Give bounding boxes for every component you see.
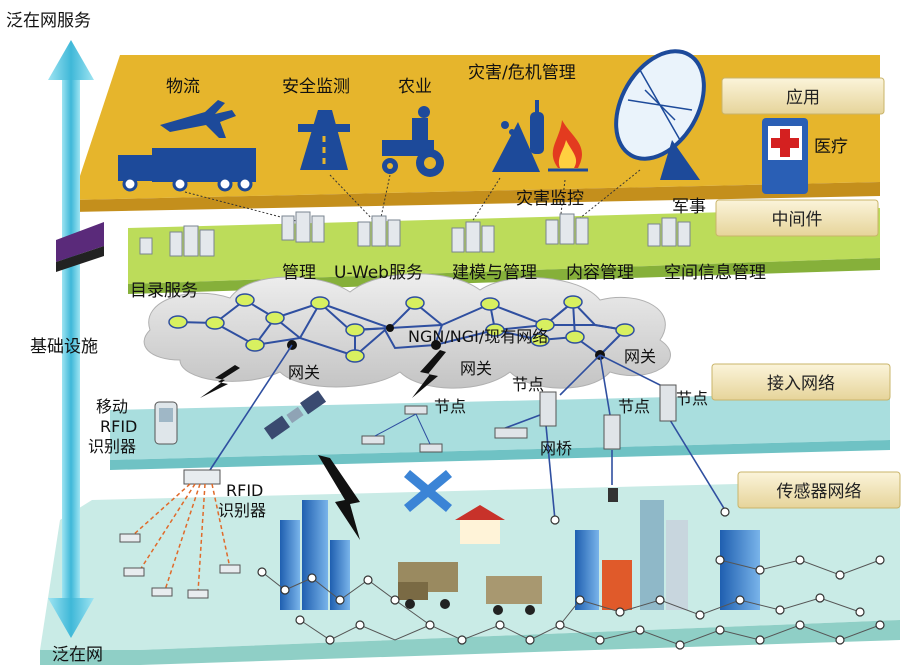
tag-middleware-label: 中间件: [772, 210, 823, 230]
safety-road-illustration: [298, 110, 350, 170]
tag-sensor-label: 传感器网络: [777, 482, 862, 502]
military-label: 军事: [672, 197, 706, 217]
gateway-label-1: 网关: [288, 363, 320, 382]
network-links: [177, 298, 628, 358]
city-buildings: [280, 470, 760, 610]
disaster-watch-label: 灾害监控: [516, 189, 584, 209]
tag-access-box: [711, 363, 891, 401]
logistics-label: 物流: [166, 77, 200, 97]
bridge-label: 网桥: [540, 439, 572, 458]
disaster-illustration: [492, 100, 588, 172]
tag-access-label: 接入网络: [767, 374, 835, 394]
agriculture-label: 农业: [398, 77, 432, 97]
spatial-label: 空间信息管理: [664, 263, 766, 283]
trucks: [398, 562, 542, 615]
gateway-label-2: 网关: [460, 359, 492, 378]
safety-label: 安全监测: [282, 77, 350, 97]
node-label-3: 节点: [618, 397, 650, 416]
tag-application-label: 应用: [786, 88, 820, 108]
sensor-nodes: [257, 507, 885, 650]
rfid-reader-line1: RFID: [226, 481, 263, 500]
access-devices: [154, 384, 677, 502]
middle-side-label: 基础设施: [30, 337, 98, 357]
tag-middleware-box: [715, 199, 879, 237]
disaster-label: 灾害/危机管理: [468, 63, 576, 83]
rfid-reader-line2: 识别器: [218, 501, 266, 520]
tag-sensor-box: [737, 471, 901, 509]
tag-application-box: [721, 77, 885, 115]
top-side-label: 泛在网服务: [6, 11, 91, 31]
modeling-label: 建模与管理: [452, 263, 537, 283]
mobile-rfid-line3: 识别器: [88, 437, 136, 456]
rfid-reader: [183, 469, 221, 485]
network-cloud: [143, 273, 671, 389]
layer-tags: [711, 77, 901, 509]
gateway-label-3: 网关: [624, 347, 656, 366]
vertical-double-arrow: [48, 40, 104, 638]
content-label: 内容管理: [566, 263, 634, 283]
uweb-label: U-Web服务: [334, 263, 423, 283]
directory-label: 目录服务: [130, 281, 198, 301]
medical-label: 医疗: [814, 137, 848, 157]
node-label-2: 节点: [512, 375, 544, 394]
bottom-side-label: 泛在网: [52, 645, 103, 665]
tractor-illustration: [382, 106, 444, 177]
cloud-label: NGN/NGI/现有网络: [408, 327, 548, 346]
management-label: 管理: [282, 263, 316, 283]
mobile-rfid-line2: RFID: [100, 417, 137, 436]
app-to-middleware-links: [184, 169, 641, 226]
mobile-rfid-line1: 移动: [96, 397, 128, 416]
rfid-tags: [119, 483, 241, 599]
logistics-illustration: [118, 100, 256, 192]
medical-panel: [762, 118, 808, 194]
wireless-bolts: [200, 350, 446, 540]
node-label-4: 节点: [676, 389, 708, 408]
node-label-1: 节点: [434, 397, 466, 416]
network-nodes: [168, 293, 635, 363]
middleware-servers: [139, 211, 691, 257]
satellite-dish-illustration: [614, 49, 706, 180]
